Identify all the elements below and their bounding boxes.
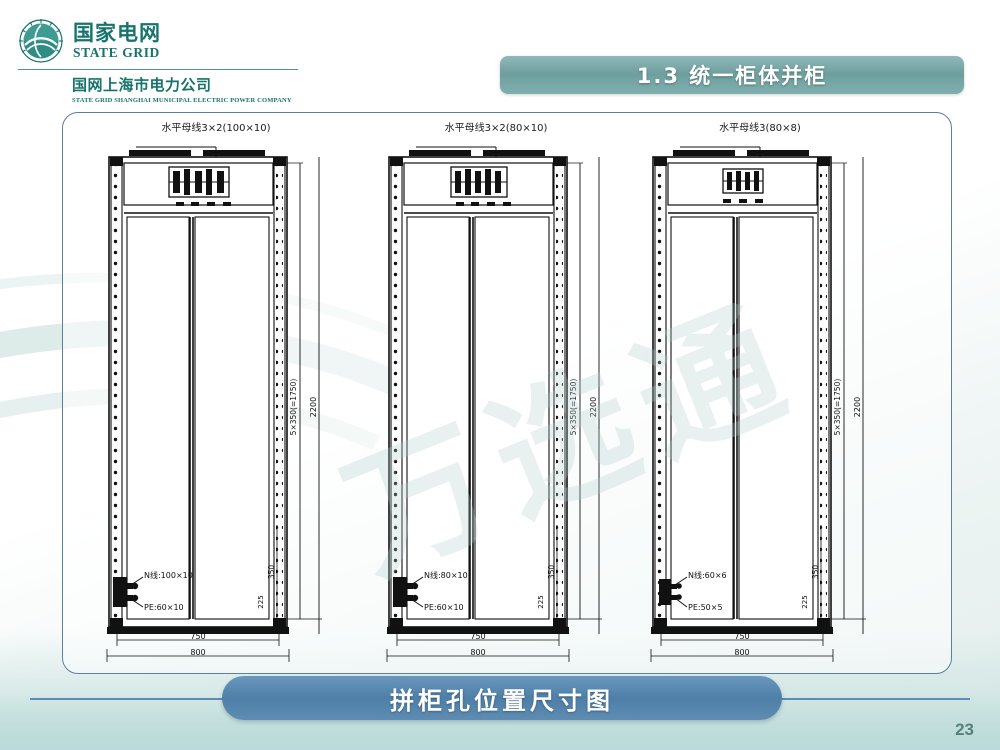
cabinet-1-pitch-dim: 5×350(=1750) [289,379,298,436]
cabinet-3-bottom-dim: 225 [801,595,809,608]
cabinet-3-svg: N线:60×6 PE:50×5 5×350(=1750) 2200 350 22… [650,146,866,662]
caption-rule-right [774,698,970,700]
logo-block: 国家电网 STATE GRID 国网上海市电力公司 STATE GRID SHA… [18,18,308,104]
cabinet-2-height-dim: 2200 [589,397,598,417]
cabinet-1-lower-dim: 350 [267,565,276,580]
figure-caption-text: 拼柜孔位置尺寸图 [390,686,614,715]
logo-branch-cn: 国网上海市电力公司 [72,76,212,94]
cabinet-2-inner-width: 750 [470,632,485,641]
logo-primary-row: 国家电网 STATE GRID [18,18,308,64]
cabinet-1-height-dim: 2200 [309,397,318,417]
cabinet-3-outer-width: 800 [734,648,749,657]
page-title: 1.3 统一柜体并柜 [636,64,828,88]
cabinet-3-inner-width: 750 [734,632,749,641]
logo-divider [18,69,298,70]
cabinet-1-bottom-dim: 225 [257,595,265,608]
cabinet-2-svg: N线:80×10 PE:60×10 5×350(=1750) 2200 350 … [386,146,602,662]
cabinet-1-top-label: 水平母线3×2(100×10) [161,123,271,134]
logo-company-cn: 国家电网 [73,20,161,45]
cabinet-3-n-line-text: N线:60×6 [688,570,727,580]
technical-drawings: 水平母线3×2(100×10) [63,113,951,673]
cabinet-drawing-1: 水平母线3×2(100×10) [91,119,341,667]
cabinet-3-pitch-dim: 5×350(=1750) [833,379,842,436]
cabinet-1-inner-width: 750 [190,632,205,641]
logo-branch-en: STATE GRID SHANGHAI MUNICIPAL ELECTRIC P… [72,97,292,104]
cabinet-1-svg: N线:100×10 PE:60×10 5×350(=1750) 2200 35 [106,146,322,662]
cabinet-2-n-line-text: N线:80×10 [424,570,468,580]
cabinet-2-top-label: 水平母线3×2(80×10) [444,123,548,134]
cabinet-3-pe-line-text: PE:50×5 [688,603,723,612]
logo-company-en: STATE GRID [73,44,160,60]
slide-title-banner: 1.3 统一柜体并柜 [500,56,964,94]
cabinet-2-pe-line-text: PE:60×10 [424,603,464,612]
figure-caption-banner: 拼柜孔位置尺寸图 [222,676,782,720]
diagram-frame: 万选通 水平母线3×2(100×10) [62,112,952,674]
cabinet-2-pitch-dim: 5×350(=1750) [569,379,578,436]
cabinet-1-pe-line-text: PE:60×10 [144,603,184,612]
cabinet-2-bottom-dim: 225 [537,595,545,608]
cabinet-1-outer-width: 800 [190,648,205,657]
state-grid-globe-icon [18,18,64,64]
cabinet-1-n-line-text: N线:100×10 [144,570,193,580]
cabinet-drawing-3: 水平母线3(80×8) [635,119,885,667]
caption-rule-left [30,698,226,700]
cabinet-drawing-2: 水平母线3×2(80×10) [371,119,621,667]
cabinet-2-outer-width: 800 [470,648,485,657]
logo-wordmark: 国家电网 STATE GRID [73,20,161,60]
cabinet-3-height-dim: 2200 [853,397,862,417]
cabinet-2-lower-dim: 350 [547,565,556,580]
page-number: 23 [955,720,974,739]
cabinet-3-top-label: 水平母线3(80×8) [719,123,801,134]
cabinet-3-lower-dim: 350 [811,565,820,580]
